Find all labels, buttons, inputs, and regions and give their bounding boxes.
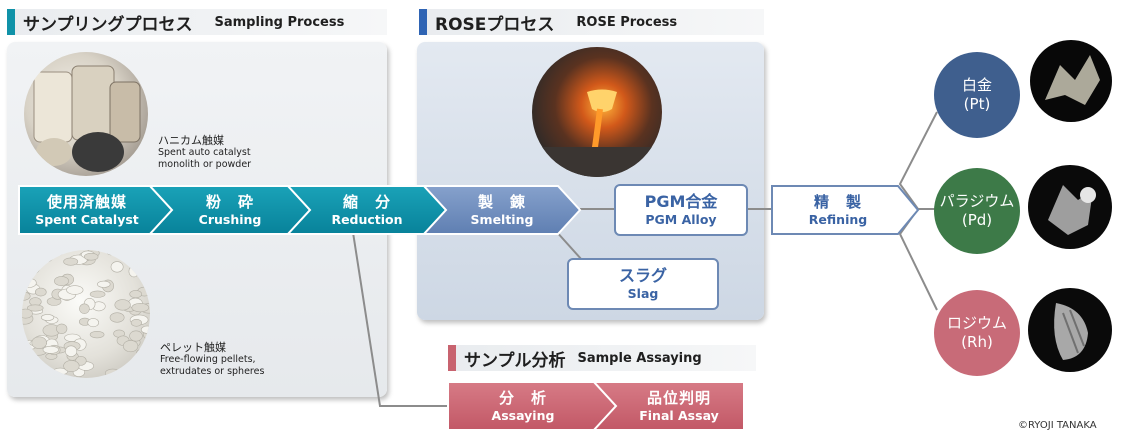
- final-assay-label: 品位判明 Final Assay: [616, 382, 742, 430]
- spent-catalyst-jp: 使用済触媒: [46, 192, 127, 211]
- chevron-final-assay: [591, 381, 745, 431]
- spent-catalyst-label: 使用済触媒 Spent Catalyst: [24, 186, 150, 234]
- reduction-jp: 縮 分: [342, 192, 391, 211]
- crushing-en: Crushing: [198, 211, 262, 227]
- assaying-label: 分 析 Assaying: [452, 382, 594, 430]
- rhodium-circle: ロジウム (Rh): [934, 290, 1020, 376]
- pgm-alloy-jp: PGM合金: [644, 192, 718, 211]
- platinum-circle: 白金 (Pt): [934, 52, 1020, 138]
- palladium-circle: パラジウム (Pd): [934, 168, 1020, 254]
- assay-header: サンプル分析 Sample Assaying: [448, 345, 756, 371]
- final-assay-jp: 品位判明: [646, 388, 711, 407]
- palladium-crystal-photo: [1028, 165, 1112, 249]
- smelting-label: 製 錬 Smelting: [446, 186, 558, 234]
- smelting-jp: 製 錬: [477, 192, 526, 211]
- pgm-alloy-en: PGM Alloy: [645, 212, 717, 227]
- crushing-label: 粉 砕 Crushing: [172, 186, 288, 234]
- refining-label: 精 製 Refining: [778, 186, 898, 234]
- palladium-jp: パラジウム: [939, 192, 1015, 210]
- pellet-catalyst-photo: [22, 250, 150, 378]
- honeycomb-caption-en2: monolith or powder: [158, 159, 252, 170]
- pellet-caption: ペレット触媒 Free-flowing pellets, extrudates …: [160, 342, 264, 378]
- sampling-header: サンプリングプロセス Sampling Process: [7, 9, 387, 35]
- pellet-caption-en1: Free-flowing pellets,: [160, 354, 256, 365]
- slag-box: スラグ Slag: [567, 258, 719, 310]
- platinum-crystal-photo: [1030, 40, 1112, 122]
- honeycomb-caption: ハニカム触媒 Spent auto catalyst monolith or p…: [158, 135, 251, 171]
- assay-header-en: Sample Assaying: [577, 350, 702, 366]
- pellet-caption-jp: ペレット触媒: [160, 341, 226, 354]
- sampling-header-jp: サンプリングプロセス: [23, 14, 193, 35]
- sampling-header-en: Sampling Process: [214, 14, 345, 30]
- spent-catalyst-en: Spent Catalyst: [35, 211, 139, 227]
- pgm-alloy-box: PGM合金 PGM Alloy: [614, 184, 748, 236]
- smelting-en: Smelting: [470, 211, 534, 227]
- chevron-refining: [771, 185, 920, 235]
- final-assay-en: Final Assay: [639, 407, 719, 423]
- platinum-jp: 白金: [961, 76, 992, 94]
- rose-header-jp: ROSEプロセス: [435, 14, 555, 35]
- reduction-en: Reduction: [331, 211, 403, 227]
- assay-header-jp: サンプル分析: [464, 350, 566, 371]
- platinum-en: (Pt): [963, 95, 991, 113]
- honeycomb-catalyst-photo: [24, 52, 148, 176]
- refining-jp: 精 製: [813, 192, 862, 211]
- rhodium-crystal-photo: [1028, 288, 1112, 372]
- honeycomb-caption-en1: Spent auto catalyst: [158, 147, 251, 158]
- refining-en: Refining: [808, 211, 868, 227]
- rose-header-en: ROSE Process: [576, 14, 678, 30]
- reduction-label: 縮 分 Reduction: [310, 186, 424, 234]
- rhodium-en: (Rh): [961, 333, 993, 351]
- honeycomb-caption-jp: ハニカム触媒: [158, 134, 224, 147]
- copyright-text: ©RYOJI TANAKA: [1018, 420, 1097, 431]
- assaying-jp: 分 析: [498, 388, 547, 407]
- rhodium-jp: ロジウム: [946, 314, 1007, 332]
- palladium-en: (Pd): [961, 211, 993, 229]
- pellet-caption-en2: extrudates or spheres: [160, 366, 265, 377]
- slag-jp: スラグ: [618, 266, 667, 285]
- chevron-smelting: [421, 185, 582, 235]
- rose-header: ROSEプロセス ROSE Process: [419, 9, 764, 35]
- crushing-jp: 粉 砕: [205, 192, 254, 211]
- assaying-en: Assaying: [491, 407, 555, 423]
- slag-en: Slag: [627, 286, 659, 301]
